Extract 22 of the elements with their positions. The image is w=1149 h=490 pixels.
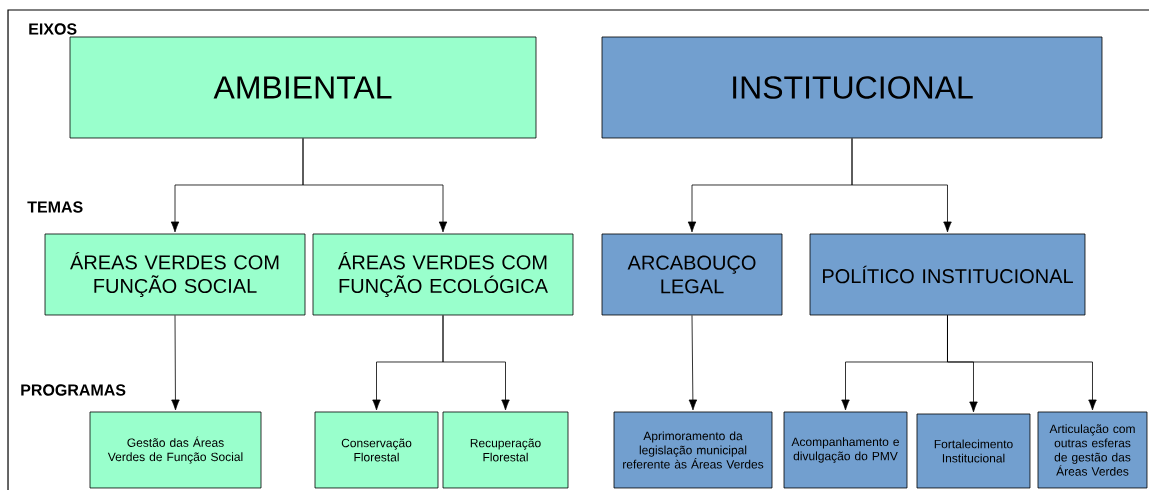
arrow: [947, 315, 1097, 411]
program-box: Aprimoramento da legislação municipal referente às Áreas Verdes: [613, 411, 773, 489]
level-label: EIXOS: [29, 23, 77, 35]
theme-box: ARCABOUÇO LEGAL: [601, 233, 783, 316]
program-box: Acompanhamento e divulgação do PMV: [783, 411, 908, 489]
arrow: [302, 138, 448, 233]
level-label: TEMAS: [27, 201, 83, 213]
program-box: Articulação com outras esferas de gestão das Áreas Verdes: [1037, 411, 1148, 489]
program-box: Fortalecimento Institucional: [916, 413, 1031, 489]
theme-box: ÁREAS VERDES COM FUNÇÃO ECOLÓGICA: [312, 233, 574, 316]
axis-box: INSTITUCIONAL: [601, 36, 1103, 139]
axis-box: AMBIENTAL: [69, 36, 537, 139]
arrow: [688, 315, 698, 411]
theme-box: ÁREAS VERDES COM FUNÇÃO SOCIAL: [44, 233, 306, 316]
program-box: Recuperação Florestal: [442, 411, 569, 489]
theme-box: POLÍTICO INSTITUCIONAL: [809, 233, 1086, 316]
program-box: Gestão das Áreas Verdes de Função Social: [89, 411, 262, 489]
program-box: Conservação Florestal: [314, 411, 439, 489]
level-label: PROGRAMAS: [21, 384, 126, 396]
arrow: [851, 138, 952, 233]
arrow: [442, 315, 510, 411]
arrow: [171, 315, 180, 411]
